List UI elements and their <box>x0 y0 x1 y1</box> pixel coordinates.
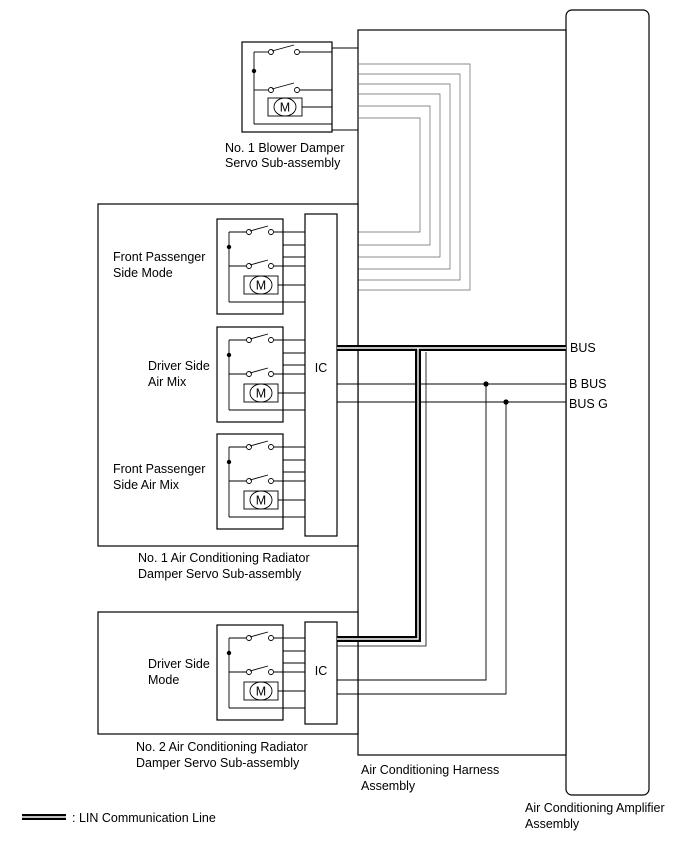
blower-servo-internals: M <box>251 44 332 125</box>
bus-label: BUS <box>570 341 596 355</box>
fp-mode-label-1: Front Passenger <box>113 250 205 264</box>
drv-mix-label-2: Air Mix <box>148 375 187 389</box>
fp-mix-label-2: Side Air Mix <box>113 478 180 492</box>
legend: : LIN Communication Line <box>22 811 216 825</box>
legend-label: : LIN Communication Line <box>72 811 216 825</box>
amplifier-caption-1: Air Conditioning Amplifier <box>525 801 665 815</box>
bus-g-label: BUS G <box>569 397 608 411</box>
ic-bottom-label: IC <box>315 664 328 678</box>
harness-caption-1: Air Conditioning Harness <box>361 763 499 777</box>
drv-mode-label-1: Driver Side <box>148 657 210 671</box>
blower-servo-box <box>241 41 333 133</box>
radiator1-caption-1: No. 1 Air Conditioning Radiator <box>138 551 310 565</box>
amplifier-caption-2: Assembly <box>525 817 580 831</box>
radiator1-caption-2: Damper Servo Sub-assembly <box>138 567 302 581</box>
radiator2-caption-1: No. 2 Air Conditioning Radiator <box>136 740 308 754</box>
fp-mix-label-1: Front Passenger <box>113 462 205 476</box>
ic-top-label: IC <box>315 361 328 375</box>
motor-label: M <box>280 101 290 115</box>
drv-mode-label-2: Mode <box>148 673 179 687</box>
drv-mix-label-1: Driver Side <box>148 359 210 373</box>
motor-label: M <box>256 494 266 508</box>
b-bus-label: B BUS <box>569 377 607 391</box>
fp-mode-internals: M <box>226 225 305 303</box>
fp-mix-internals: M <box>226 440 305 518</box>
motor-label: M <box>256 685 266 699</box>
drv-mode-internals: M <box>226 631 305 709</box>
blower-caption-2: Servo Sub-assembly <box>225 156 341 170</box>
ic-top-box <box>304 213 338 537</box>
fp-mode-label-2: Side Mode <box>113 266 173 280</box>
radiator2-caption-2: Damper Servo Sub-assembly <box>136 756 300 770</box>
ic-bottom-box <box>304 621 338 725</box>
blower-caption-1: No. 1 Blower Damper <box>225 141 345 155</box>
motor-label: M <box>256 387 266 401</box>
lin-line <box>337 345 566 647</box>
drv-mix-internals: M <box>226 333 305 411</box>
ic-bottom-wires <box>337 384 507 695</box>
harness-caption-2: Assembly <box>361 779 416 793</box>
motor-label: M <box>256 279 266 293</box>
harness-box <box>357 29 567 756</box>
